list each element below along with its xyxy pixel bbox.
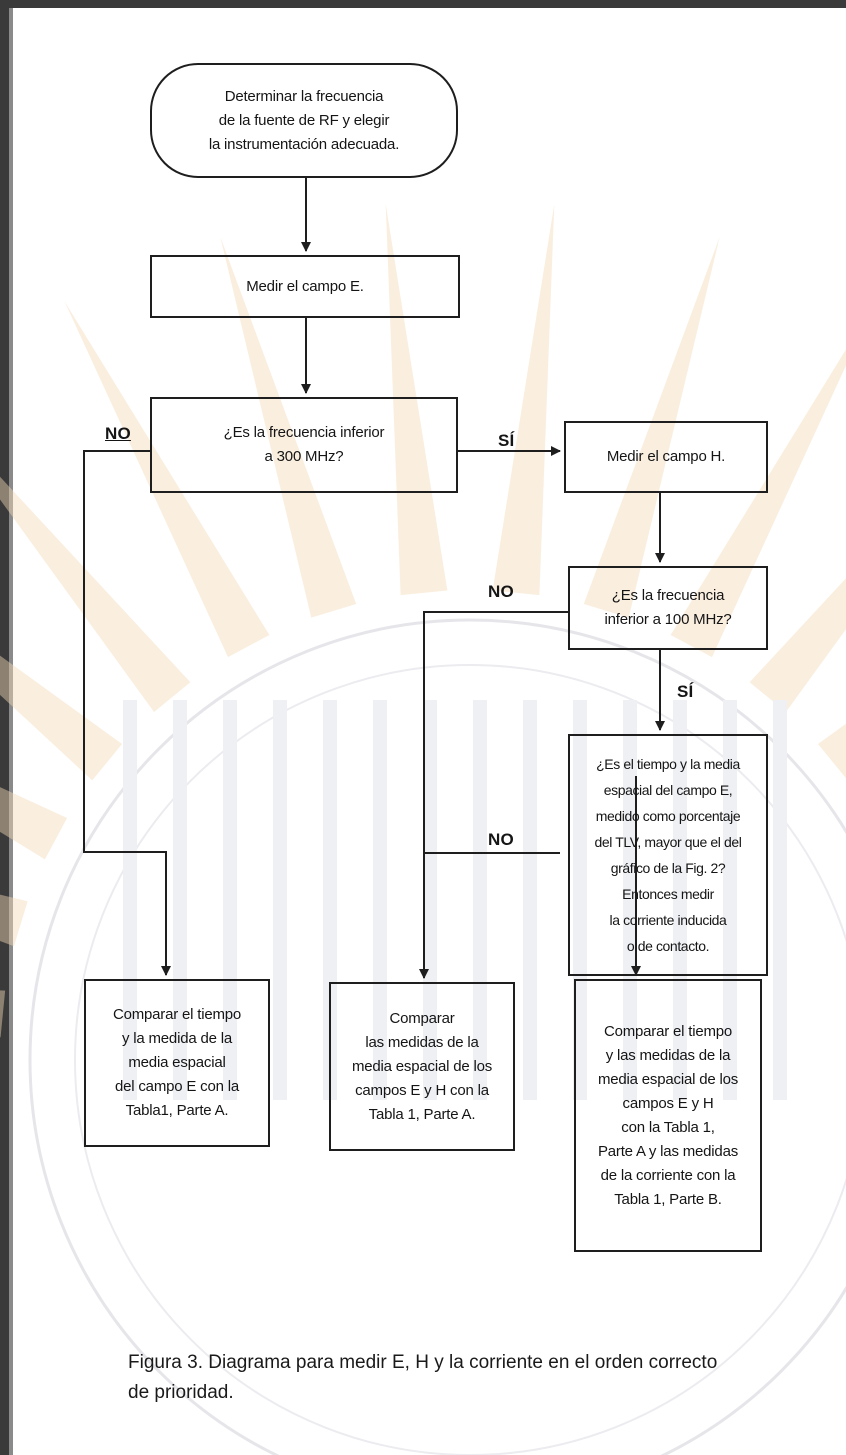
measure-h-box: Medir el campo H.	[564, 421, 768, 493]
result-middle-box: Comparar las medidas de la media espacia…	[329, 982, 515, 1151]
label-no-100: NO	[488, 582, 514, 601]
label-si-300: SÍ	[498, 431, 515, 450]
frame-top-border	[0, 0, 846, 8]
figure-caption: Figura 3. Diagrama para medir E, H y la …	[128, 1352, 718, 1403]
watermark-ray	[583, 237, 720, 618]
watermark-outer-ring	[28, 618, 846, 1455]
watermark-ray	[0, 990, 6, 1038]
watermark-ray	[385, 204, 448, 596]
watermark-ray	[492, 204, 555, 596]
watermark-ray	[817, 723, 846, 779]
watermark-ray	[670, 349, 846, 658]
watermark-ray	[749, 578, 846, 713]
label-si-100: SÍ	[677, 682, 694, 701]
arrow-decision-100-no	[419, 611, 568, 979]
frame-left-border	[0, 0, 9, 1455]
measure-e-box: Medir el campo E.	[150, 255, 460, 318]
watermark-ray	[0, 655, 123, 781]
start-terminal: Determinar la frecuencia de la fuente de…	[150, 63, 458, 178]
watermark-ray	[0, 476, 191, 713]
result-left-box: Comparar el tiempo y la medida de la med…	[84, 979, 270, 1147]
watermark-ray	[64, 301, 270, 658]
arrow-decision-300-no	[83, 450, 171, 976]
watermark-inner-ring	[74, 664, 846, 1455]
frame-left-shadow	[9, 8, 13, 1455]
decision-300-box: ¿Es la frecuencia inferior a 300 MHz?	[150, 397, 458, 493]
watermark-ray	[220, 237, 357, 618]
label-no-tlv: NO	[488, 830, 514, 849]
decision-100-box: ¿Es la frecuencia inferior a 100 MHz?	[568, 566, 768, 650]
decision-tlv-box: ¿Es el tiempo y la media espacial del ca…	[568, 734, 768, 976]
result-right-box: Comparar el tiempo y las medidas de la m…	[574, 979, 762, 1252]
label-no-300: NO	[105, 424, 131, 443]
watermark-ray	[0, 787, 68, 860]
watermark-sun-rays	[0, 204, 846, 1038]
watermark-ray	[0, 894, 28, 947]
